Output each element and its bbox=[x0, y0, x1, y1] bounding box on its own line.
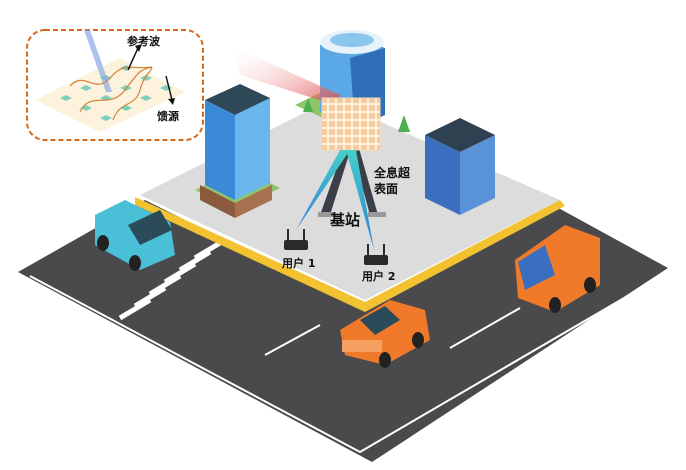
orange-van bbox=[515, 225, 600, 313]
feed-label: 馈源 bbox=[157, 110, 179, 123]
lane-line bbox=[449, 307, 521, 349]
beam-to-user2 bbox=[346, 150, 374, 250]
tree bbox=[303, 98, 410, 132]
feed-arrow-icon bbox=[165, 75, 173, 101]
user2-router-icon bbox=[364, 244, 388, 265]
office-building-left bbox=[195, 84, 280, 218]
orange-pickup-truck bbox=[340, 300, 430, 368]
lane-line bbox=[264, 324, 321, 356]
beam-to-user1 bbox=[296, 150, 350, 230]
user2-label: 用户 2 bbox=[362, 270, 396, 283]
base-station-label: 基站 bbox=[330, 211, 361, 229]
blue-car bbox=[95, 200, 175, 271]
metasurface-label-line1: 全息超 bbox=[374, 166, 411, 180]
inset-metasurface-detail bbox=[26, 29, 204, 141]
user1-router-icon bbox=[284, 229, 308, 250]
metasurface-label-line2: 表面 bbox=[374, 182, 399, 196]
user1-label: 用户 1 bbox=[282, 257, 316, 270]
reference-wave-beam bbox=[230, 45, 340, 105]
reference-wave-arrow-icon bbox=[127, 47, 139, 71]
reference-wave-label: 参考波 bbox=[127, 35, 160, 48]
office-building-right bbox=[425, 118, 495, 215]
holographic-metasurface bbox=[321, 97, 381, 151]
road-edge-line bbox=[29, 275, 656, 454]
